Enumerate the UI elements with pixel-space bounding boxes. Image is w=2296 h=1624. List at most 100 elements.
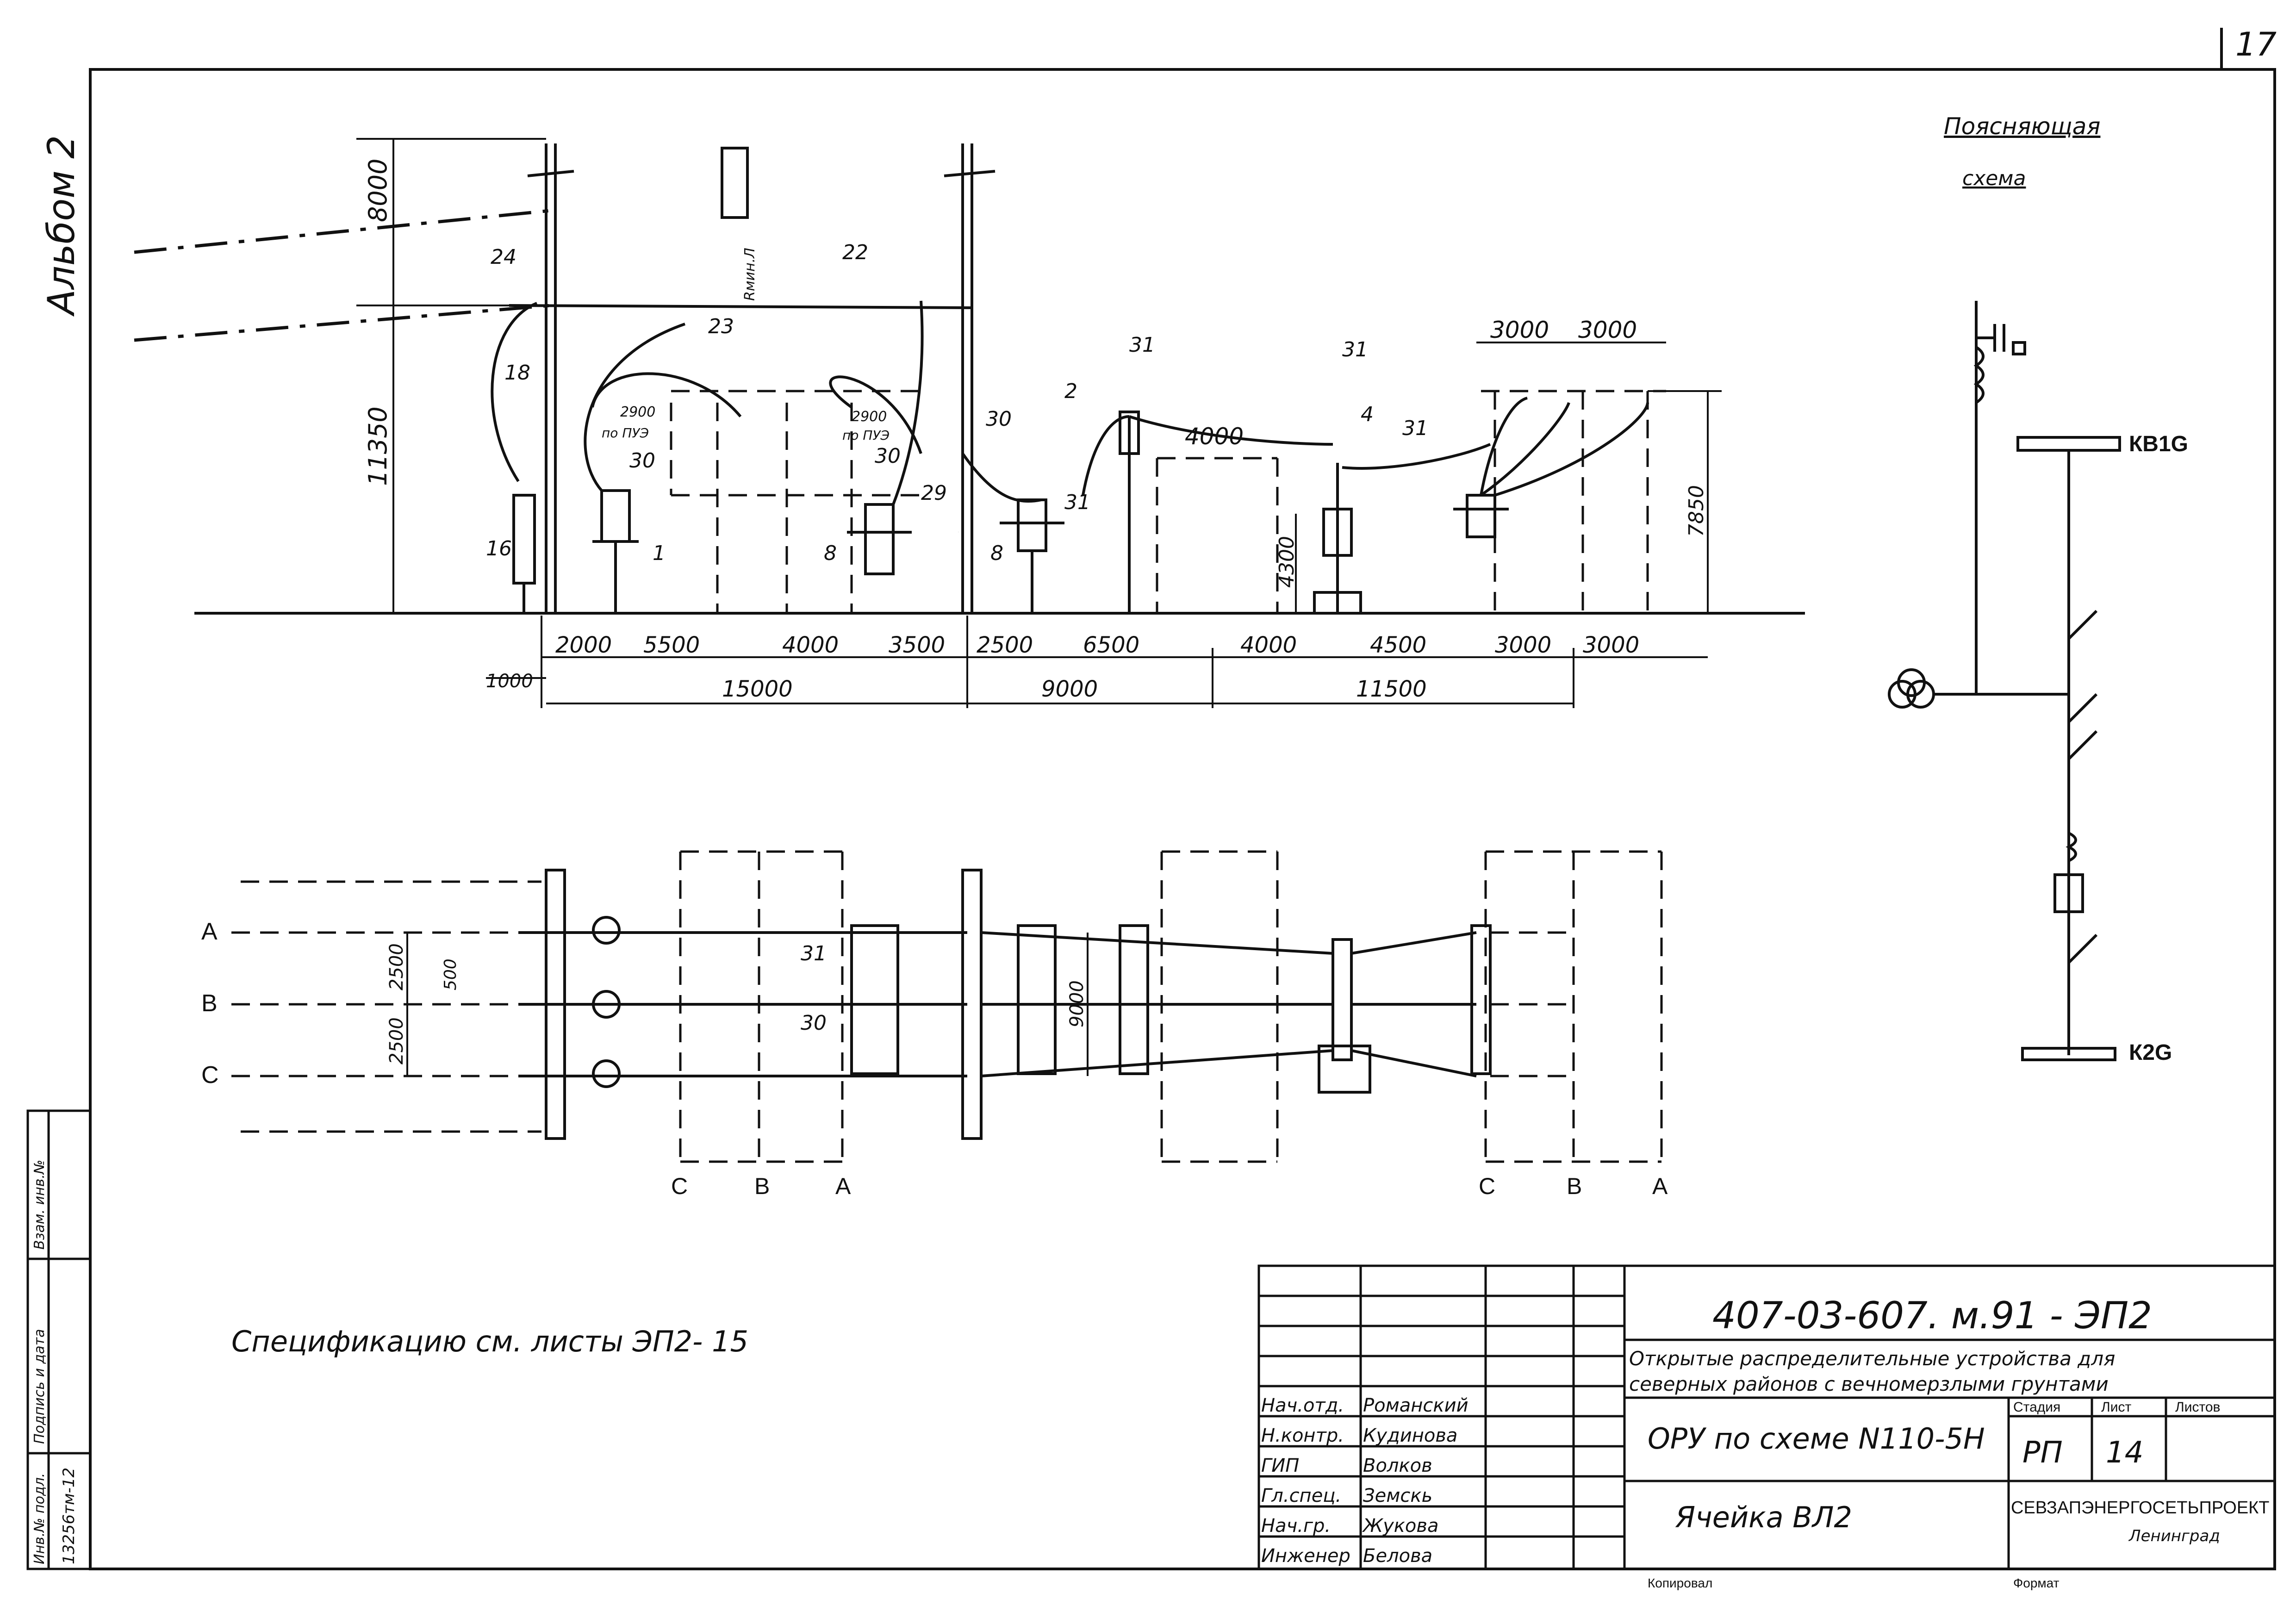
dim-9000: 9000 — [1041, 676, 1098, 702]
sheet-header: Лист — [2101, 1400, 2131, 1415]
ref-18: 18 — [504, 361, 530, 385]
plan-dim-500: 500 — [441, 958, 460, 990]
sheets-header: Листов — [2175, 1400, 2220, 1415]
signer-name-5: Жукова — [1362, 1515, 1438, 1537]
signer-name-2: Кудинова — [1363, 1425, 1457, 1446]
bus-k2g: К2G — [2129, 1040, 2172, 1065]
phase-c-bottom-2: С — [1479, 1173, 1495, 1199]
dim-6500: 6500 — [1083, 632, 1139, 658]
format-label: Формат — [2013, 1576, 2060, 1590]
plan-dim-2500-a: 2500 — [386, 943, 407, 990]
stamp-label-sign: Подпись и дата — [31, 1329, 48, 1444]
signer-role-5: Нач.гр. — [1261, 1515, 1331, 1537]
ref-31-b: 31 — [1129, 333, 1155, 357]
dim-pue-a: по ПУЭ — [602, 425, 649, 441]
ref-1: 1 — [653, 541, 666, 565]
dim-2500: 2500 — [977, 632, 1033, 658]
doc-desc-1: Открытые распределительные устройства дл… — [1629, 1347, 2115, 1370]
ref-28: 28 — [958, 532, 959, 533]
doc-desc-2: северных районов с вечномерзлыми грунтам… — [1629, 1373, 2109, 1395]
dim-4000-inner: 4000 — [1185, 423, 1244, 450]
dim-4000-b: 4000 — [1240, 632, 1297, 658]
title-block: 407-03-607. м.91 - ЭП2 Открытые распреде… — [1257, 1264, 2276, 1590]
signer-name-4: Земскь — [1363, 1485, 1432, 1506]
sheet-frame — [89, 68, 2276, 1570]
height-8000: 8000 — [363, 159, 392, 222]
doc-code: 407-03-607. м.91 - ЭП2 — [1712, 1294, 2152, 1337]
dim-2900-a: 2900 — [620, 404, 655, 420]
signer-role-6: Инженер — [1261, 1545, 1350, 1567]
dim-1000: 1000 — [486, 671, 533, 692]
ref-30-b: 30 — [875, 444, 901, 468]
page-number: 17 — [2235, 25, 2277, 63]
phase-a-left: А — [201, 918, 218, 945]
drawing-name: ОРУ по схеме N110-5Н — [1648, 1422, 1985, 1456]
stage-header: Стадия — [2013, 1400, 2060, 1415]
signer-name-6: Белова — [1363, 1545, 1432, 1567]
plan-dim-2500-b: 2500 — [386, 1017, 407, 1064]
dim-3500: 3500 — [889, 632, 945, 658]
height-7850: 7850 — [1685, 485, 1708, 537]
phase-c-bottom-1: С — [671, 1173, 688, 1199]
signer-role-1: Нач.отд. — [1261, 1395, 1344, 1416]
sheet-name: Ячейка ВЛ2 — [1675, 1500, 1852, 1534]
copied-label: Копировал — [1648, 1576, 1712, 1590]
dim-2000: 2000 — [555, 632, 612, 658]
phase-b-bottom-2: В — [1567, 1173, 1582, 1199]
label-rmin: Rмин.Л — [742, 248, 758, 301]
dim-4000-a: 4000 — [782, 632, 839, 658]
dim-3000-b: 3000 — [1583, 632, 1639, 658]
dim-ticks — [541, 616, 1574, 708]
plan-ref-31: 31 — [801, 942, 827, 965]
ref-4: 4 — [1361, 403, 1374, 426]
stage-value: РП — [2022, 1436, 2063, 1470]
ref-16: 16 — [486, 537, 512, 560]
signer-name-1: Романский — [1363, 1395, 1468, 1416]
dim-pue-b: по ПУЭ — [842, 428, 890, 443]
phase-c-left: С — [201, 1062, 219, 1089]
dim-2900-b: 2900 — [852, 409, 887, 425]
stamp-label-inv: Инв.№ подл. — [31, 1473, 48, 1564]
ref-30-c: 30 — [986, 407, 1012, 431]
side-stamp: Инв.№ подл. Подпись и дата Взам. инв.№ 1… — [26, 1109, 92, 1570]
dim-5500: 5500 — [643, 632, 700, 658]
dim-11500: 11500 — [1356, 676, 1427, 702]
signer-role-2: Н.контр. — [1261, 1425, 1344, 1446]
ref-8-a: 8 — [824, 541, 837, 565]
ref-8-b: 8 — [990, 541, 1003, 565]
bus-kb1g: КВ1G — [2129, 432, 2188, 456]
ref-2: 2 — [1064, 380, 1077, 403]
plan-ref-30: 30 — [801, 1011, 827, 1035]
stamp-inv-number: 13256тм-12 — [60, 1468, 78, 1564]
spec-note: Спецификацию см. листы ЭП2- 15 — [231, 1325, 748, 1358]
height-11350: 11350 — [363, 406, 392, 486]
plan-dim-9000: 9000 — [1066, 980, 1088, 1027]
phase-a-bottom-1: А — [835, 1173, 851, 1199]
phase-b-bottom-1: В — [754, 1173, 770, 1199]
signer-name-3: Волков — [1363, 1455, 1432, 1476]
explanatory-scheme: Поясняющая схема КВ1G К2G — [1888, 113, 2188, 1065]
plan-view: А В С 2500 2500 500 31 30 9000 С — [201, 850, 1668, 1199]
expl-title-2: схема — [1962, 167, 2026, 190]
dim-4500: 4500 — [1370, 632, 1426, 658]
sheet-value: 14 — [2106, 1436, 2143, 1470]
ref-29: 29 — [921, 481, 947, 505]
org-city: Ленинград — [2128, 1527, 2220, 1545]
ref-31-a: 31 — [1064, 491, 1090, 514]
dim-top-3000-1: 3000 — [1490, 317, 1549, 343]
expl-title-1: Поясняющая — [1944, 113, 2100, 140]
phase-b-left: В — [201, 990, 218, 1017]
elevation-view: 8000 11350 Rмин.Л 4000 4300 — [134, 138, 1805, 708]
ref-31-c: 31 — [1342, 338, 1368, 361]
org-name: СЕВЗАПЭНЕРГОСЕТЬПРОЕКТ — [2011, 1498, 2270, 1518]
stamp-label-replace: Взам. инв.№ — [31, 1160, 48, 1250]
signer-role-4: Гл.спец. — [1261, 1485, 1341, 1506]
dim-15000: 15000 — [722, 676, 793, 702]
ref-22: 22 — [842, 241, 868, 264]
ref-31-d: 31 — [1402, 417, 1428, 440]
album-label: Альбом 2 — [40, 135, 83, 317]
dim-top-3000-2: 3000 — [1578, 317, 1637, 343]
dim-3000-a: 3000 — [1495, 632, 1551, 658]
ref-24: 24 — [491, 245, 516, 269]
